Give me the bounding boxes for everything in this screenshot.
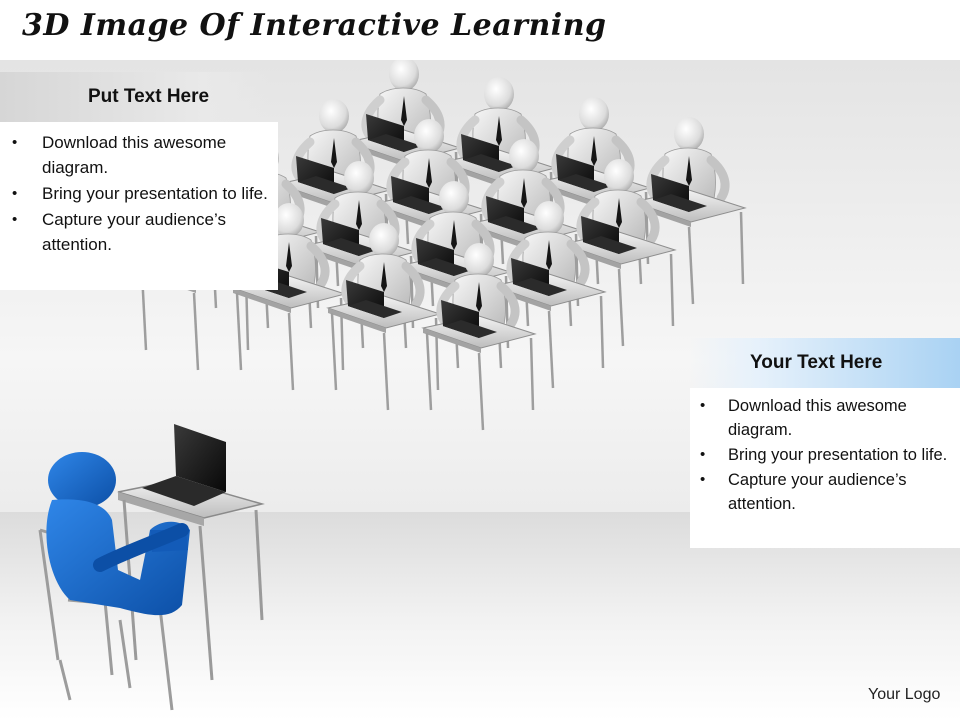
bullet-icon: • — [700, 446, 706, 463]
list-item: •Bring your presentation to life. — [690, 443, 956, 467]
list-item: •Capture your audience’s attention. — [0, 207, 276, 257]
student-figure — [421, 243, 537, 431]
right-bullet-list: •Download this awesome diagram. •Bring y… — [690, 394, 956, 517]
left-bullet-list: •Download this awesome diagram. •Bring y… — [0, 130, 276, 258]
left-panel-header: Put Text Here — [0, 72, 270, 122]
left-panel-heading: Put Text Here — [88, 86, 210, 107]
list-item: •Bring your presentation to life. — [0, 181, 276, 206]
bullet-icon: • — [12, 185, 18, 202]
bullet-icon: • — [12, 211, 18, 228]
right-panel-heading: Your Text Here — [750, 352, 883, 373]
student-figure — [561, 159, 677, 347]
left-panel-body: •Download this awesome diagram. •Bring y… — [0, 122, 278, 290]
list-item: •Capture your audience’s attention. — [690, 468, 956, 516]
list-item: •Download this awesome diagram. — [690, 394, 956, 442]
teacher-laptop — [142, 424, 226, 506]
student-figure — [326, 223, 442, 411]
logo-placeholder: Your Logo — [868, 686, 941, 703]
right-panel-header: Your Text Here — [690, 338, 960, 388]
list-item: •Download this awesome diagram. — [0, 130, 276, 180]
slide-title: 3D Image Of Interactive Learning — [22, 8, 607, 43]
student-figure — [631, 117, 747, 305]
bullet-icon: • — [12, 134, 18, 151]
teacher-group — [38, 424, 265, 711]
teacher-figure — [46, 452, 190, 616]
bullet-icon: • — [700, 397, 706, 414]
right-panel-body: •Download this awesome diagram. •Bring y… — [690, 388, 960, 548]
bullet-icon: • — [700, 471, 706, 488]
